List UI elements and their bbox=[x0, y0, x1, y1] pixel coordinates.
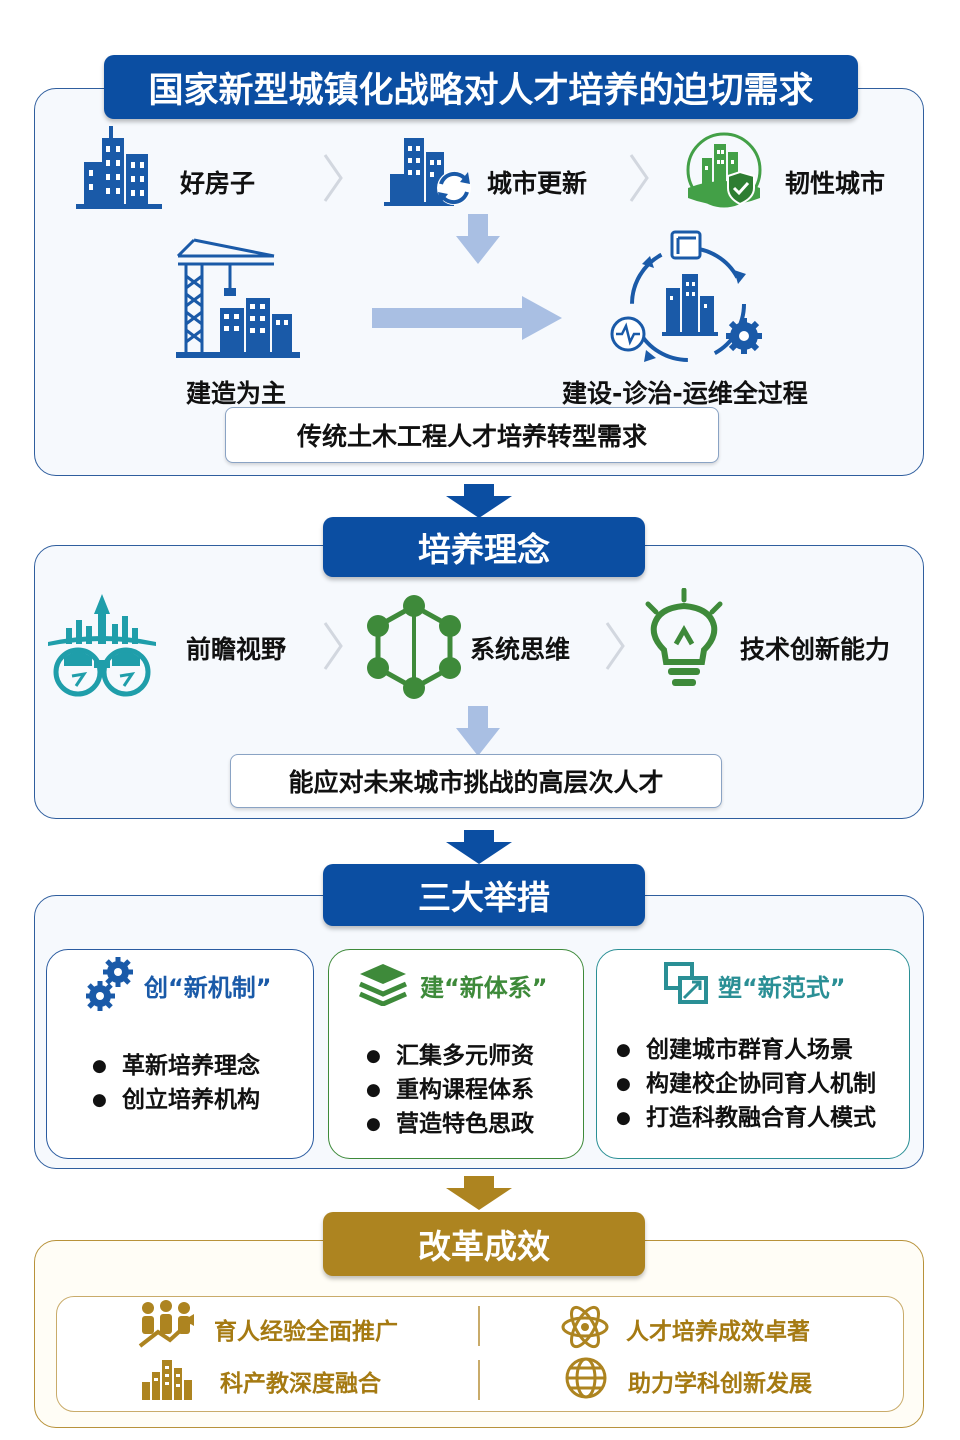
resilient-city-icon bbox=[686, 132, 762, 208]
gears-icon bbox=[86, 957, 133, 1011]
buildings-icon bbox=[76, 126, 162, 209]
top-band bbox=[0, 0, 960, 20]
crane-construction-icon bbox=[176, 238, 300, 358]
transformation-demand-box: 传统土木工程人才培养转型需求 bbox=[225, 407, 719, 463]
globe-icon bbox=[565, 1357, 607, 1399]
item-urban-renewal: 城市更新 bbox=[487, 169, 588, 198]
arrow-down-icon bbox=[456, 214, 500, 264]
list-item: 汇集多元师资 bbox=[366, 1036, 534, 1070]
label-full-lifecycle: 建设-诊治-运维全过程 bbox=[562, 379, 808, 408]
city-bars-icon bbox=[142, 1360, 192, 1400]
arrow-down-icon bbox=[446, 484, 512, 518]
arrow-right-icon bbox=[372, 296, 562, 340]
measure-title-mechanism: 创“新机制” bbox=[144, 968, 272, 1003]
section-title-philosophy: 培养理念 bbox=[323, 517, 645, 577]
item-resilient-city: 韧性城市 bbox=[785, 169, 886, 198]
list-item: 打造科教融合育人模式 bbox=[616, 1098, 876, 1132]
list-item: 革新培养理念 bbox=[92, 1046, 260, 1080]
measure-prefix: 建 bbox=[420, 974, 444, 1002]
result-industry-education: 科产教深度融合 bbox=[220, 1371, 381, 1397]
list-item: 营造特色思政 bbox=[366, 1104, 534, 1138]
arrow-down-icon bbox=[446, 1176, 512, 1210]
chevron-right-icon bbox=[323, 622, 343, 670]
result-experience-promotion: 育人经验全面推广 bbox=[214, 1319, 398, 1345]
chevron-right-icon bbox=[629, 154, 649, 202]
result-training-outcomes: 人才培养成效卓著 bbox=[626, 1319, 810, 1345]
measure-quote: “新体系” bbox=[444, 974, 548, 1002]
item-systems-thinking: 系统思维 bbox=[470, 635, 571, 664]
high-level-talent-box: 能应对未来城市挑战的高层次人才 bbox=[230, 754, 722, 808]
measure-title-paradigm: 塑“新范式” bbox=[718, 968, 846, 1003]
arrow-down-icon bbox=[446, 830, 512, 864]
city-renewal-icon bbox=[384, 138, 471, 206]
divider bbox=[478, 1360, 480, 1400]
chevron-right-icon bbox=[605, 622, 625, 670]
result-discipline-innovation: 助力学科创新发展 bbox=[628, 1371, 812, 1397]
expand-frame-icon bbox=[664, 962, 708, 1004]
list-item: 创立培养机构 bbox=[92, 1080, 260, 1114]
results-box bbox=[56, 1296, 904, 1412]
item-forward-vision: 前瞻视野 bbox=[186, 635, 287, 664]
list-item: 重构课程体系 bbox=[366, 1070, 534, 1104]
arrow-down-icon bbox=[456, 706, 500, 756]
lightbulb-innovation-icon bbox=[645, 588, 723, 686]
measure-quote: “新机制” bbox=[168, 974, 272, 1002]
measure-prefix: 创 bbox=[144, 974, 168, 1002]
divider bbox=[478, 1306, 480, 1346]
lifecycle-cycle-icon bbox=[610, 230, 762, 362]
section-title-demand: 国家新型城镇化战略对人才培养的迫切需求 bbox=[104, 55, 858, 119]
network-system-icon bbox=[367, 595, 461, 699]
item-good-house: 好房子 bbox=[180, 169, 256, 198]
measure-prefix: 塑 bbox=[718, 974, 742, 1002]
item-tech-innovation: 技术创新能力 bbox=[740, 635, 891, 664]
label-construction-focus: 建造为主 bbox=[186, 379, 287, 408]
atom-icon bbox=[561, 1305, 609, 1349]
chevron-right-icon bbox=[323, 154, 343, 202]
layers-icon bbox=[359, 964, 407, 1006]
people-growth-icon bbox=[138, 1300, 194, 1348]
measure-quote: “新范式” bbox=[742, 974, 846, 1002]
measure-title-system: 建“新体系” bbox=[420, 968, 548, 1003]
binoculars-vision-icon bbox=[48, 594, 156, 697]
list-item: 构建校企协同育人机制 bbox=[616, 1064, 876, 1098]
section-title-measures: 三大举措 bbox=[323, 864, 645, 926]
list-item: 创建城市群育人场景 bbox=[616, 1030, 853, 1064]
section-title-results: 改革成效 bbox=[323, 1212, 645, 1276]
